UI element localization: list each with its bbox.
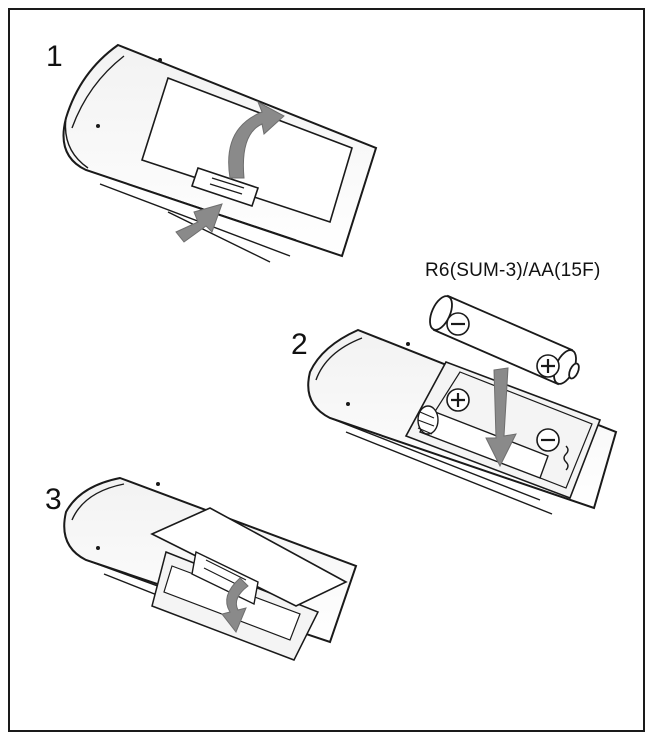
lift-arrow	[228, 100, 285, 179]
step-number-1: 1	[46, 40, 63, 73]
remote-step-1	[62, 43, 378, 263]
screw-dot	[96, 546, 100, 550]
step-number-3: 3	[45, 483, 62, 516]
insert-arrow	[485, 367, 517, 468]
push-arrow	[175, 203, 223, 243]
cover-latch	[190, 166, 260, 208]
screw-dot	[346, 402, 350, 406]
aa-battery	[429, 294, 580, 386]
screw-dot	[156, 482, 160, 486]
screw-dot	[158, 58, 162, 62]
battery-spring	[563, 445, 569, 471]
battery-type-label: R6(SUM-3)/AA(15F)	[425, 260, 601, 281]
remote-step-2	[307, 328, 618, 515]
screw-dot	[406, 342, 410, 346]
remote-step-3	[63, 476, 358, 661]
step-number-2: 2	[291, 328, 308, 361]
battery-cover	[140, 76, 353, 224]
screw-dot	[96, 124, 100, 128]
close-arrow	[221, 577, 249, 633]
